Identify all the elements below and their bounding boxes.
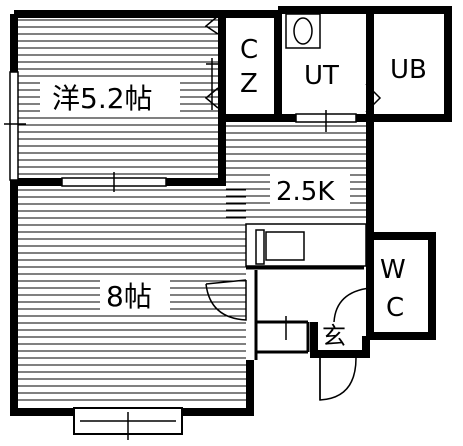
window-western-room-left — [9, 71, 19, 181]
kitchen-label-bg — [270, 174, 350, 206]
toilet-label-c: C — [386, 293, 404, 323]
door-swing-entrance — [319, 357, 357, 401]
closet-label-c: C — [240, 35, 258, 65]
entrance-walls — [310, 322, 370, 358]
closet-wall — [218, 14, 278, 122]
bath-door — [365, 76, 382, 114]
closet-label-z: Z — [240, 69, 258, 99]
entrance-label: 玄 — [322, 322, 346, 350]
bath-walls — [370, 6, 452, 122]
closet-doors — [204, 15, 226, 110]
western-room-bottom-wall — [14, 118, 226, 186]
main-room-label: 8帖 — [106, 280, 152, 313]
kitchen-label: 2.5K — [276, 177, 335, 207]
washbasin — [285, 13, 321, 49]
western-room-label: 洋5.2帖 — [52, 82, 153, 115]
western-room-label-bg — [40, 80, 180, 114]
door-swing-main-room — [205, 280, 247, 321]
door-swings — [205, 279, 371, 401]
unit-bath-label: UB — [390, 55, 427, 85]
partitions — [246, 266, 364, 360]
outer-wall-left — [10, 14, 254, 416]
main-room-label-bg — [100, 278, 170, 312]
toilet-label-w: W — [380, 255, 406, 285]
windows — [4, 71, 357, 440]
door-swing-wc — [333, 287, 371, 323]
kitchen-counter — [245, 223, 367, 267]
utility-label: UT — [304, 61, 339, 91]
